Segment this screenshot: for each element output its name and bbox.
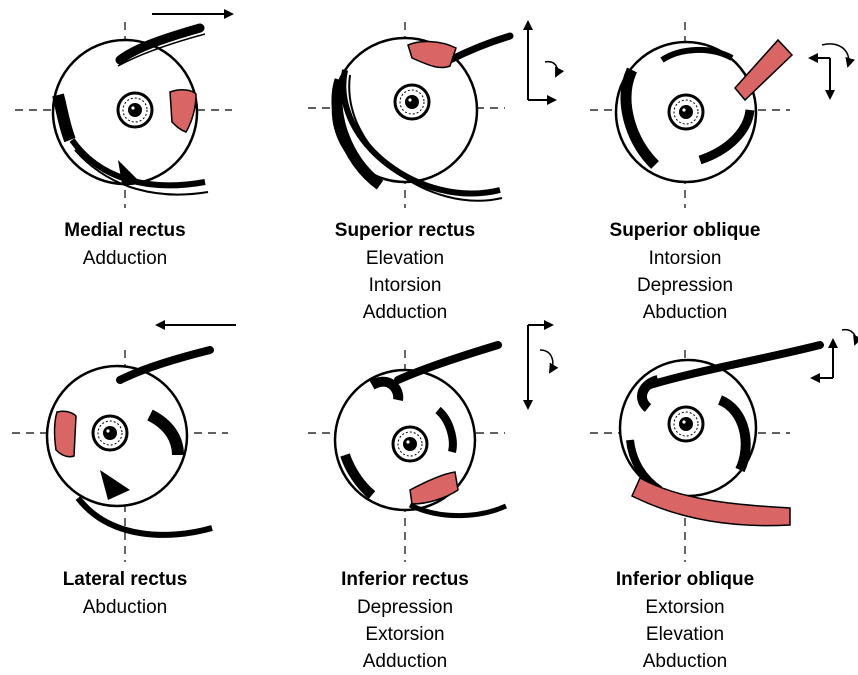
eye-medial-rectus bbox=[15, 14, 232, 208]
action-item: Depression bbox=[580, 272, 790, 299]
action-item: Depression bbox=[300, 594, 510, 621]
action-item: Intorsion bbox=[300, 272, 510, 299]
elevation-abduction-arrow-icon bbox=[812, 330, 856, 378]
action-list: Adduction bbox=[20, 245, 230, 272]
muscle-name: Inferior oblique bbox=[580, 568, 790, 592]
muscle-name: Lateral rectus bbox=[20, 568, 230, 592]
action-item: Intorsion bbox=[580, 245, 790, 272]
lateral-rectus-insertion bbox=[55, 411, 76, 457]
eye-superior-rectus bbox=[308, 22, 557, 208]
action-list: Depression Extorsion Adduction bbox=[300, 594, 510, 675]
muscle-name: Superior rectus bbox=[300, 219, 510, 243]
eye-inferior-oblique bbox=[590, 330, 856, 562]
action-item: Adduction bbox=[300, 299, 510, 326]
muscle-name: Medial rectus bbox=[20, 219, 230, 243]
action-list: Elevation Intorsion Adduction bbox=[300, 245, 510, 326]
action-item: Abduction bbox=[580, 648, 790, 675]
panel-superior-rectus-text: Superior rectus Elevation Intorsion Addu… bbox=[300, 219, 510, 326]
panel-inferior-oblique-text: Inferior oblique Extorsion Elevation Abd… bbox=[580, 568, 790, 675]
action-list: Extorsion Elevation Abduction bbox=[580, 594, 790, 675]
action-item: Elevation bbox=[300, 245, 510, 272]
action-list: Abduction bbox=[20, 594, 230, 621]
elevation-adduction-arrow-icon bbox=[528, 22, 557, 100]
muscle-name: Superior oblique bbox=[580, 219, 790, 243]
action-item: Abduction bbox=[580, 299, 790, 326]
action-item: Extorsion bbox=[300, 621, 510, 648]
muscle-name: Inferior rectus bbox=[300, 568, 510, 592]
panel-superior-oblique-text: Superior oblique Intorsion Depression Ab… bbox=[580, 219, 790, 326]
depression-adduction-arrow-icon bbox=[528, 325, 553, 408]
action-list: Intorsion Depression Abduction bbox=[580, 245, 790, 326]
eye-inferior-rectus bbox=[308, 325, 553, 562]
action-item: Abduction bbox=[20, 594, 230, 621]
panel-medial-rectus-text: Medial rectus Adduction bbox=[20, 219, 230, 272]
action-item: Adduction bbox=[20, 245, 230, 272]
action-item: Elevation bbox=[580, 621, 790, 648]
eye-lateral-rectus bbox=[12, 325, 236, 562]
depression-abduction-arrow-icon bbox=[810, 44, 849, 98]
action-item: Extorsion bbox=[580, 594, 790, 621]
eye-superior-oblique bbox=[590, 22, 849, 208]
panel-lateral-rectus-text: Lateral rectus Abduction bbox=[20, 568, 230, 621]
panel-inferior-rectus-text: Inferior rectus Depression Extorsion Add… bbox=[300, 568, 510, 675]
action-item: Adduction bbox=[300, 648, 510, 675]
